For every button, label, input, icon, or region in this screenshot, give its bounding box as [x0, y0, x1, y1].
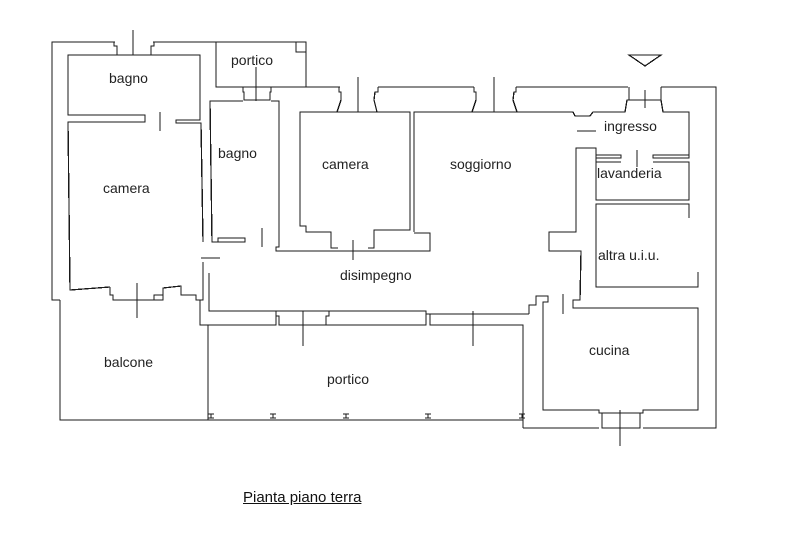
wall: [199, 273, 277, 326]
wall: [51, 41, 115, 301]
column-markers: [208, 413, 525, 419]
room-label-balcone: balcone: [104, 354, 154, 370]
window: [242, 87, 272, 101]
wall: [153, 41, 307, 88]
room-label-cucina: cucina: [589, 342, 630, 358]
wall: [517, 87, 630, 117]
wall: [59, 300, 523, 421]
wall: [595, 203, 699, 288]
room-label-ingresso: ingresso: [604, 118, 657, 134]
room-label-portico-top: portico: [231, 52, 274, 68]
wall: [652, 87, 690, 159]
room-label-bagno-2: bagno: [218, 145, 257, 161]
wall: [413, 111, 472, 232]
wall: [528, 186, 699, 414]
window: [276, 310, 330, 326]
window: [336, 87, 379, 113]
window: [109, 287, 163, 301]
wall: [643, 86, 717, 429]
down-triangle-icon: [626, 54, 664, 67]
wall: [595, 158, 690, 201]
wall: [429, 313, 529, 428]
wall: [368, 111, 411, 249]
wall: [295, 42, 306, 53]
room-label-bagno-1: bagno: [109, 70, 148, 86]
wall: [299, 111, 338, 249]
room-label-camera-1: camera: [103, 180, 150, 196]
room-label-portico-bottom: portico: [327, 371, 370, 387]
room-label-altra-uiu: altra u.i.u.: [598, 247, 660, 263]
room-label-lavanderia: lavanderia: [597, 165, 662, 181]
plan-title: Pianta piano terra: [243, 489, 362, 506]
wall: [326, 310, 427, 326]
room-label-soggiorno: soggiorno: [450, 156, 512, 172]
room-label-camera-2: camera: [322, 156, 369, 172]
window: [599, 412, 643, 429]
wall: [154, 262, 204, 301]
wall: [67, 54, 146, 291]
room-label-disimpegno: disimpegno: [340, 267, 412, 283]
window: [113, 42, 155, 56]
wall: [151, 54, 204, 243]
wall: [209, 100, 246, 243]
wall: [271, 100, 431, 252]
